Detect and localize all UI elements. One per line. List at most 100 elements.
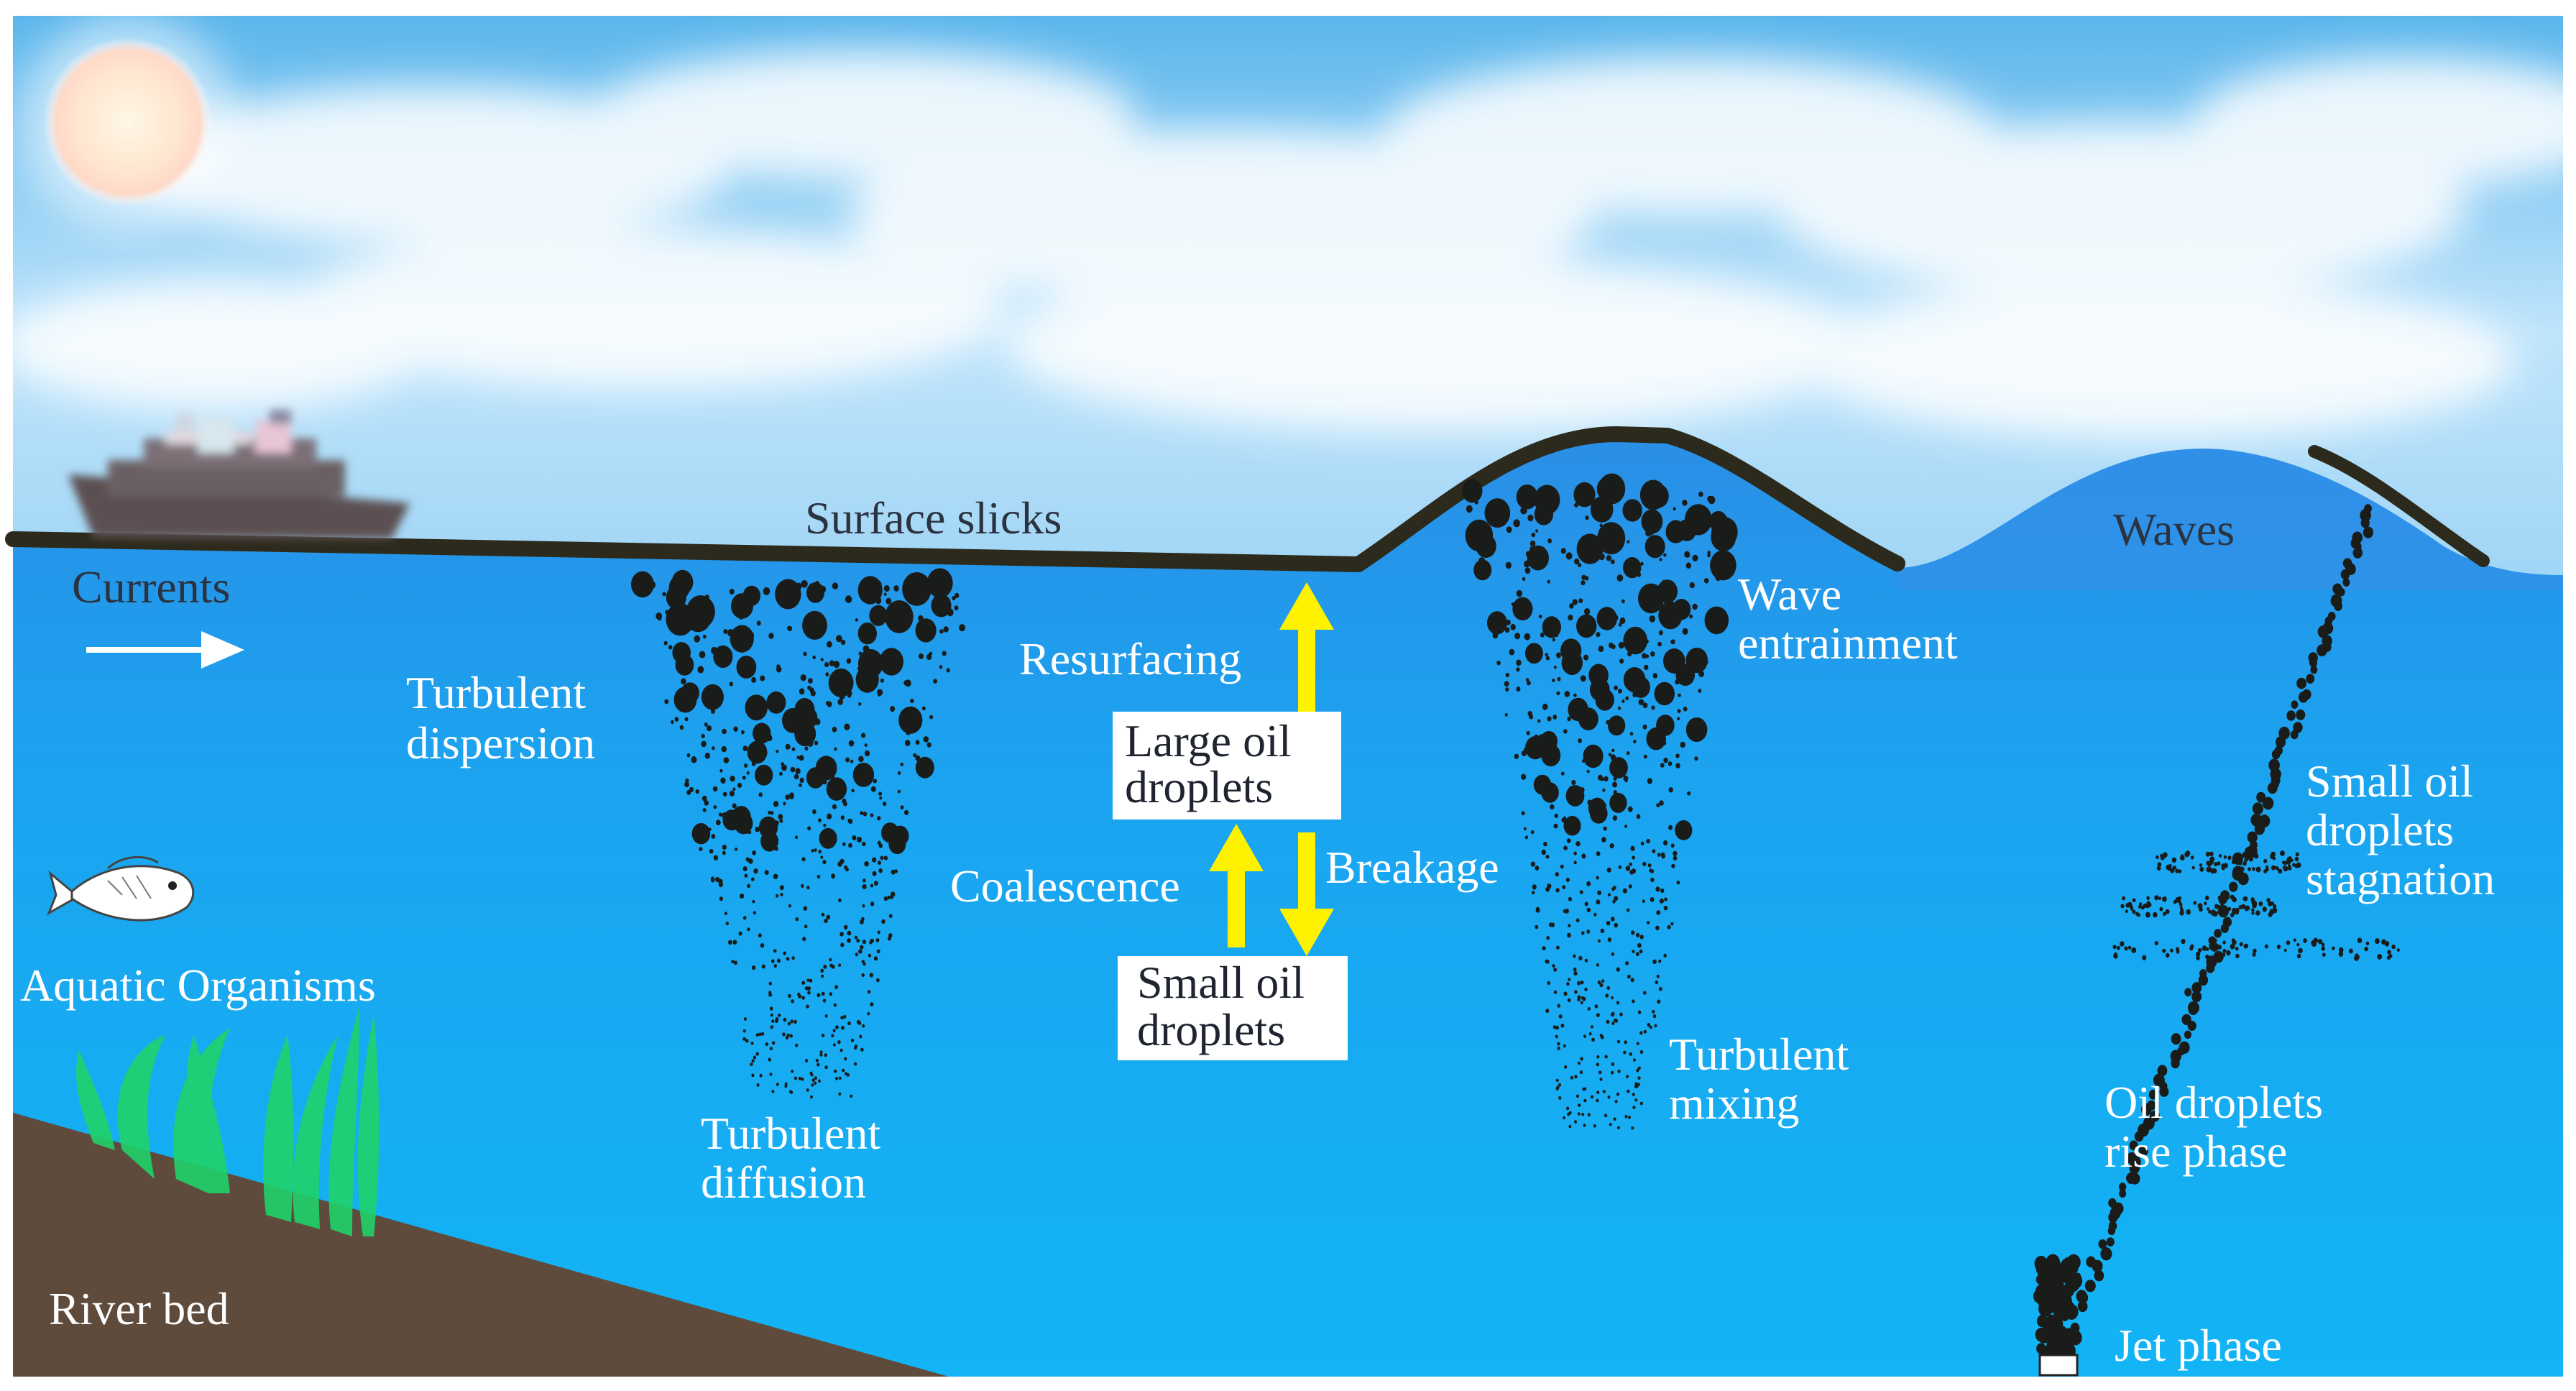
oil-droplet (1538, 501, 1545, 510)
oil-droplet (665, 610, 669, 615)
oil-droplet (2242, 860, 2247, 866)
oil-droplet (886, 597, 892, 605)
oil-droplet (832, 1043, 836, 1047)
oil-droplet (664, 699, 669, 704)
oil-droplet (747, 927, 750, 932)
oil-droplet (1572, 599, 1578, 605)
oil-droplet (751, 965, 756, 970)
oil-droplet (1557, 1042, 1560, 1046)
oil-droplet (1599, 983, 1604, 988)
oil-droplet (1492, 632, 1499, 639)
oil-droplet (764, 870, 769, 875)
oil-droplet (1561, 651, 1583, 675)
oil-droplet (1505, 673, 1509, 678)
oil-droplet (1627, 651, 1632, 657)
oil-droplet (880, 855, 884, 860)
oil-droplet (1639, 949, 1643, 954)
oil-droplet (781, 764, 787, 771)
oil-droplet (1609, 792, 1627, 813)
oil-droplet (806, 886, 810, 890)
oil-droplet (1591, 681, 1597, 687)
oil-droplet (870, 938, 875, 943)
oil-droplet (702, 808, 707, 812)
oil-droplet (926, 653, 932, 661)
oil-droplet (1616, 1039, 1621, 1044)
oil-droplet (2253, 948, 2257, 953)
oil-droplet (857, 837, 862, 843)
oil-droplet (1649, 615, 1655, 623)
oil-droplet (862, 904, 865, 908)
oil-droplet (1555, 1025, 1559, 1030)
oil-droplet (1683, 707, 1688, 712)
oil-droplet (1612, 899, 1616, 904)
turbulent-diffusion-label: Turbulent diffusion (701, 1108, 892, 1208)
oil-droplet (842, 1068, 845, 1073)
oil-droplet (2128, 945, 2132, 950)
currents-label: Currents (72, 561, 230, 612)
oil-droplet (1604, 813, 1608, 818)
oil-droplet (1609, 548, 1614, 554)
oil-droplet (1568, 896, 1573, 901)
oil-droplet (1707, 551, 1711, 555)
oil-droplet (1618, 865, 1622, 869)
oil-droplets-rise-phase-label: Oil droplets rise phase (2104, 1077, 2334, 1177)
oil-droplet (2037, 1314, 2048, 1328)
oil-droplet (1557, 676, 1561, 681)
oil-droplet (1657, 853, 1661, 857)
oil-droplet (758, 1032, 762, 1037)
oil-droplet (855, 952, 859, 957)
oil-droplet (1662, 579, 1666, 584)
oil-droplet (877, 816, 881, 821)
oil-droplet (877, 930, 880, 935)
oil-droplet (785, 743, 791, 750)
oil-droplet (782, 1032, 786, 1037)
oil-droplet (1576, 533, 1604, 564)
oil-droplet (883, 585, 890, 592)
oil-droplet (1705, 660, 1708, 664)
oil-droplet (848, 843, 852, 848)
oil-droplet (1541, 849, 1546, 855)
breakage-arrow (1279, 832, 1334, 956)
oil-droplet (875, 579, 880, 585)
oil-droplet (844, 1057, 847, 1061)
oil-droplet (1512, 597, 1533, 621)
oil-droplet (1656, 803, 1660, 808)
oil-droplet (1586, 881, 1591, 886)
oil-droplet (1633, 1058, 1636, 1062)
oil-droplet (1610, 1070, 1614, 1075)
oil-droplet (867, 1011, 870, 1016)
resurfacing-arrow (1279, 582, 1334, 713)
oil-droplet (2284, 866, 2288, 871)
oil-droplet (1637, 1076, 1641, 1080)
oil-droplet (751, 1073, 755, 1078)
oil-droplet (2296, 942, 2300, 947)
oil-droplet (787, 625, 793, 632)
oil-droplet (1521, 811, 1525, 816)
oil-droplet (771, 1019, 775, 1023)
oil-droplet (2129, 1140, 2138, 1151)
oil-droplet (1643, 991, 1647, 995)
oil-droplet (1627, 806, 1633, 812)
oil-droplet (1606, 555, 1612, 561)
oil-droplet (1670, 843, 1675, 848)
oil-droplets-turbulent-dispersion (631, 568, 965, 1099)
river-bed (13, 1113, 949, 1377)
oil-droplet (1611, 996, 1614, 1000)
oil-droplet (1574, 1075, 1578, 1079)
oil-droplet (737, 782, 742, 789)
oil-droplet (1576, 841, 1581, 847)
oil-droplet (805, 629, 809, 634)
oil-droplet (1585, 515, 1589, 520)
oil-droplet (1623, 626, 1647, 655)
oil-droplet (1581, 853, 1586, 859)
oil-droplet (713, 645, 733, 669)
oil-droplet (748, 830, 752, 835)
oil-droplet (1631, 930, 1635, 935)
oil-droplet (1567, 932, 1571, 938)
oil-droplet (2156, 855, 2159, 860)
oil-droplet (1583, 1034, 1586, 1038)
oil-droplet (2230, 943, 2235, 950)
oil-droplet (766, 691, 786, 714)
oil-droplet (1657, 641, 1662, 647)
oil-droplet (1675, 763, 1680, 768)
